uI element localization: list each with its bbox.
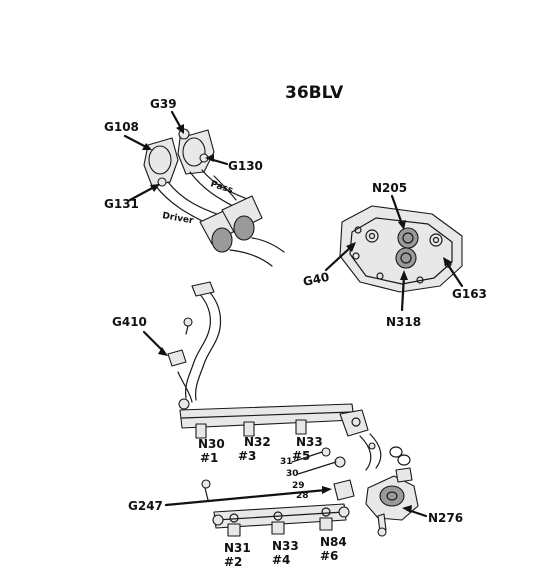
cylinder-3: #3 (238, 449, 256, 463)
part-number-29: 29 (292, 481, 305, 491)
callout-n276: N276 (428, 511, 463, 525)
part-number-28: 28 (296, 491, 309, 501)
label-drivers: Driver (161, 211, 194, 226)
callout-g247: G247 (128, 499, 163, 513)
injector-n33-top: N33 (296, 435, 323, 449)
fuel-pump-assembly (365, 467, 419, 537)
cylinder-2: #2 (224, 555, 242, 569)
callout-g108: G108 (104, 120, 139, 134)
injector-n30: N30 (198, 437, 225, 451)
callout-g130: G130 (228, 159, 263, 173)
fuel-line-assembly (167, 281, 222, 403)
injector-n31: N31 (224, 541, 251, 555)
callout-g163: G163 (452, 287, 487, 301)
injector-n84: N84 (320, 535, 347, 549)
diagram-title: 36BLV (285, 83, 344, 103)
cylinder-1: #1 (200, 451, 218, 465)
injector-n32: N32 (244, 435, 271, 449)
part-number-30: 30 (286, 469, 299, 479)
callout-g40: G40 (302, 270, 331, 289)
exhaust-assembly (143, 128, 285, 267)
callout-g39: G39 (150, 97, 177, 111)
cylinder-5: #5 (292, 449, 310, 463)
sensor-g247 (201, 479, 355, 501)
injector-n33-bottom: N33 (272, 539, 299, 553)
cylinder-4: #4 (272, 553, 290, 567)
part-number-31: 31 (280, 457, 293, 467)
callout-n318: N318 (386, 315, 421, 329)
callout-g410: G410 (112, 315, 147, 329)
cylinder-6: #6 (320, 549, 338, 563)
callout-n205: N205 (372, 181, 407, 195)
lower-fuel-rail (212, 503, 350, 537)
